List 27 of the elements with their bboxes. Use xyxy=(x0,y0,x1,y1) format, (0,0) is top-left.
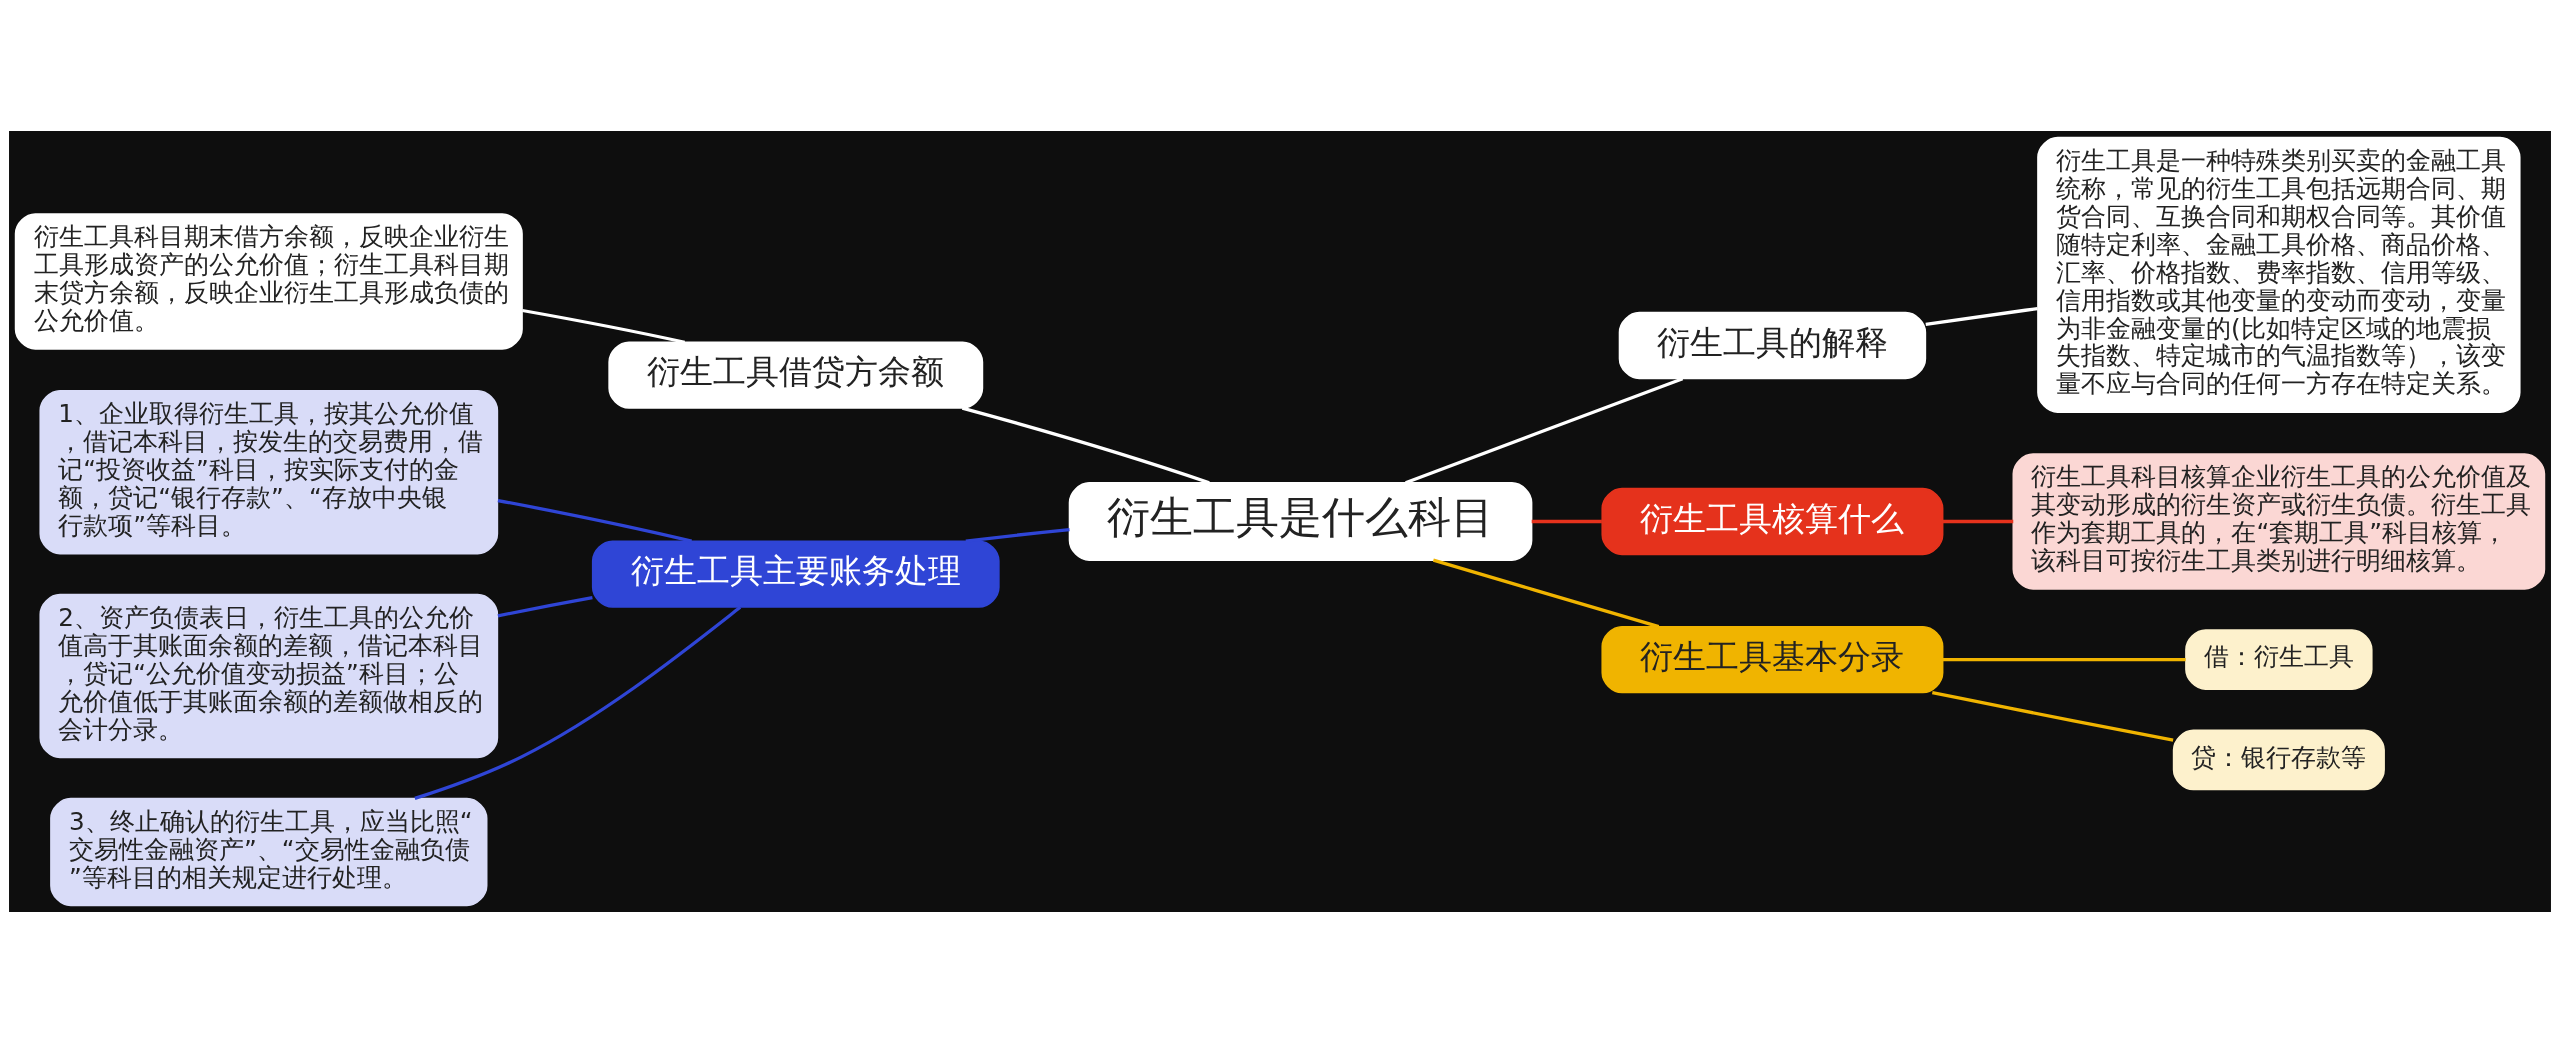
connector xyxy=(1531,519,1602,524)
node-box: 衍生工具的解释 xyxy=(1618,311,1927,380)
node-box: 衍生工具基本分录 xyxy=(1601,625,1944,694)
node-box: 2、资产负债表日，衍生工具的公允价值高于其账面余额的差额，借记本科目，贷记“公允价值变动损益”科目；公允价值低于其账面余额的差额做相反的会计分录。 xyxy=(39,593,499,759)
node-box: 衍生工具科目核算企业衍生工具的公允价值及其变动形成的衍生资产或衍生负债。衍生工具作为套期工具的，在“套期工具”科目核算，该科目可按衍生工具类别进行明细核算。 xyxy=(2012,453,2546,590)
connector xyxy=(522,308,686,344)
node-box: 衍生工具是什么科目 xyxy=(1068,482,1533,561)
node-box: 贷：银行存款等 xyxy=(2172,729,2385,791)
connector xyxy=(1943,657,2186,662)
connector xyxy=(1943,519,2014,524)
node-box: 1、企业取得衍生工具，按其公允价值，借记本科目，按发生的交易费用，借记“投资收益”科目，按实际支付的金额，贷记“银行存款”、“存放中央银行款项”等科目。 xyxy=(39,389,499,555)
node-box: 衍生工具是一种特殊类别买卖的金融工具统称，常见的衍生工具包括远期合同、期货合同、互换合同和期权合同等。其价值随特定利率、金融工具价格、商品价格、汇率、价格指数、费率指数、信用等级、信用指数或其他变量的变动而变动，变量为非金融变量的(比如特定区域的地震损失指数、特定城市的气温指数等），该变量不应与合同的任何一方存在特定关系。 xyxy=(2037,136,2521,413)
connector xyxy=(1925,306,2038,326)
node-box: 衍生工具核算什么 xyxy=(1601,487,1944,556)
node-box: 衍生工具科目期末借方余额，反映企业衍生工具形成资产的公允价值；衍生工具科目期末贷方余额，反映企业衍生工具形成负债的公允价值。 xyxy=(14,213,523,350)
connector xyxy=(497,596,593,618)
connector xyxy=(965,527,1070,543)
connector xyxy=(1432,558,1660,629)
node-box: 借：衍生工具 xyxy=(2185,629,2373,691)
connector xyxy=(961,406,1210,485)
connector xyxy=(414,606,742,800)
connector xyxy=(1405,377,1684,485)
node-box: 3、终止确认的衍生工具，应当比照“交易性金融资产”、“交易性金融负债”等科目的相关规定进行处理。 xyxy=(50,797,488,907)
connector xyxy=(1931,690,2174,742)
node-box: 衍生工具借贷方余额 xyxy=(608,341,984,409)
node-box: 衍生工具主要账务处理 xyxy=(591,540,1000,608)
connector xyxy=(497,498,692,543)
